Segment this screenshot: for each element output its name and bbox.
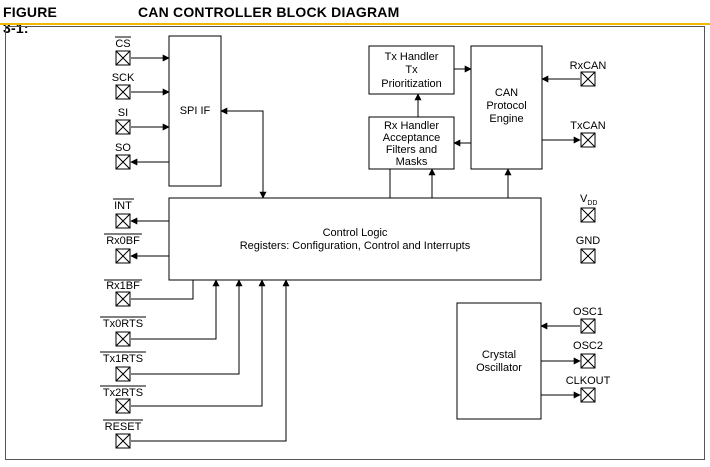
pin-rx0bf-symbol — [115, 248, 131, 264]
rx1bf-line — [131, 280, 194, 300]
pin-tx2rts-symbol — [115, 398, 131, 414]
pin-reset-symbol — [115, 433, 131, 449]
pin-tx1rts-symbol — [115, 366, 131, 382]
pin-tx1rts-label: Tx1RTS — [103, 353, 143, 365]
diagram-frame — [5, 26, 705, 460]
pin-int-label: INT — [114, 200, 132, 212]
pin-rx1bf-label: Rx1BF — [106, 280, 140, 292]
control-logic-line-1: Control Logic — [323, 227, 388, 239]
reset-line — [131, 279, 290, 442]
figure-name: CAN CONTROLLER BLOCK DIAGRAM — [138, 4, 400, 20]
pin-int-symbol — [115, 213, 131, 229]
rx-handler-line-3: Filters and — [386, 144, 437, 156]
pin-vdd-label: VDD — [580, 193, 597, 207]
pin-rx0bf-label: Rx0BF — [106, 235, 140, 247]
pin-so-label: SO — [115, 142, 131, 154]
pin-gnd-symbol — [580, 248, 596, 264]
crystal-osc-line-1: Crystal — [482, 349, 516, 361]
can-engine-line-3: Engine — [489, 113, 523, 125]
tx2rts-line — [131, 279, 266, 407]
rx-handler-line-1: Rx Handler — [384, 120, 439, 132]
spi-control-bus — [220, 107, 267, 199]
pin-tx0rts-label: Tx0RTS — [103, 318, 143, 330]
pin-tx2rts-label: Tx2RTS — [103, 387, 143, 399]
control-logic-block: Control Logic Registers: Configuration, … — [168, 197, 542, 281]
pin-rxcan-symbol — [580, 71, 596, 87]
pin-tx0rts-symbol — [115, 331, 131, 347]
tx-handler-line-2: Tx — [405, 64, 418, 76]
pin-txcan-label: TxCAN — [570, 120, 606, 132]
tx0rts-line — [131, 279, 220, 340]
tx-handler-line-1: Tx Handler — [385, 51, 439, 63]
pin-osc2-symbol — [580, 353, 596, 369]
tx-handler-line-3: Prioritization — [381, 78, 442, 90]
pin-osc1-symbol — [580, 318, 596, 334]
can-engine-line-2: Protocol — [486, 100, 526, 112]
pin-sck-symbol — [115, 84, 131, 100]
pin-rxcan-label: RxCAN — [570, 60, 607, 72]
pin-so-symbol — [115, 154, 131, 170]
tx1rts-line — [131, 279, 243, 375]
crystal-osc-line-2: Oscillator — [476, 362, 522, 374]
right-pin-labels: RxCAN TxCAN VDD GND OSC1 OSC2 CLKOUT — [566, 60, 611, 387]
pin-osc2-label: OSC2 — [573, 340, 603, 352]
pin-si-symbol — [115, 119, 131, 135]
pin-clkout-symbol — [580, 387, 596, 403]
pin-clkout-label: CLKOUT — [566, 375, 611, 387]
left-pin-labels: CS SCK SI SO INT Rx0BF Rx1BF Tx0RTS Tx1R… — [100, 36, 146, 433]
control-logic-line-2: Registers: Configuration, Control and In… — [240, 240, 471, 252]
spi-if-label: SPI IF — [180, 105, 211, 117]
pin-cs-label: CS — [115, 38, 130, 50]
tx-handler-block: Tx Handler Tx Prioritization — [368, 45, 455, 95]
spi-if-block: SPI IF — [168, 35, 222, 187]
vdd-v: V — [580, 193, 588, 205]
pin-rx1bf-symbol — [115, 291, 131, 307]
pin-reset-label: RESET — [105, 421, 142, 433]
pin-sck-label: SCK — [112, 72, 135, 84]
vdd-subscript: DD — [587, 200, 597, 207]
pin-txcan-symbol — [580, 132, 596, 148]
rx-handler-block: Rx Handler Acceptance Filters and Masks — [368, 116, 455, 170]
pin-vdd-symbol — [580, 207, 596, 223]
pin-gnd-label: GND — [576, 235, 601, 247]
can-engine-line-1: CAN — [495, 87, 518, 99]
connections — [130, 54, 581, 442]
rx-handler-line-2: Acceptance — [383, 132, 440, 144]
pin-cs-symbol — [115, 50, 131, 66]
pin-si-label: SI — [118, 107, 128, 119]
crystal-oscillator-block: Crystal Oscillator — [456, 302, 542, 420]
pin-osc1-label: OSC1 — [573, 306, 603, 318]
rx-handler-line-4: Masks — [396, 156, 428, 168]
title-rule — [0, 23, 710, 25]
can-protocol-engine-block: CAN Protocol Engine — [470, 45, 543, 170]
